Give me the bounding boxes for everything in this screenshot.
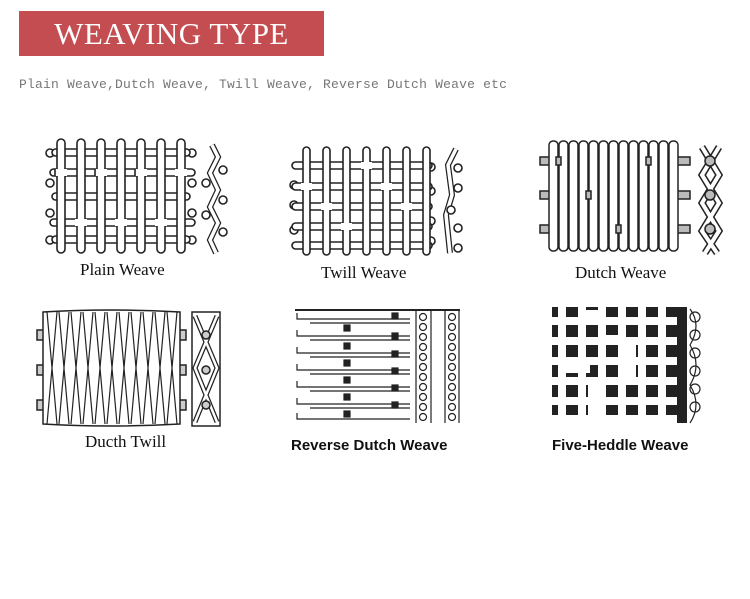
weave-card-dutch-twill: Ducth Twill <box>35 308 230 458</box>
page-title-banner: WEAVING TYPE <box>19 11 324 56</box>
dutch-twill-diagram <box>36 309 221 427</box>
weave-card-dutch: Dutch Weave <box>537 135 737 285</box>
reverse-dutch-weave-diagram <box>295 309 460 423</box>
weave-card-twill: Twill Weave <box>288 135 478 285</box>
weave-label: Dutch Weave <box>575 263 667 282</box>
weave-label: Plain Weave <box>80 260 165 279</box>
weave-types-summary: Plain Weave,Dutch Weave, Twill Weave, Re… <box>19 77 508 92</box>
weave-label: Reverse Dutch Weave <box>291 437 448 454</box>
weave-card-five-heddle: Five-Heddle Weave <box>550 305 740 460</box>
plain-weave-diagram <box>45 138 228 255</box>
weave-label: Twill Weave <box>321 263 407 282</box>
five-heddle-weave-diagram <box>552 307 701 424</box>
weave-card-plain: Plain Weave <box>40 135 230 285</box>
weave-label: Five-Heddle Weave <box>552 437 689 454</box>
page-title: WEAVING TYPE <box>54 15 289 51</box>
dutch-weave-diagram <box>539 140 724 255</box>
weave-card-reverse-dutch: Reverse Dutch Weave <box>290 305 480 460</box>
twill-weave-diagram <box>289 146 463 256</box>
weave-label: Ducth Twill <box>85 432 167 451</box>
